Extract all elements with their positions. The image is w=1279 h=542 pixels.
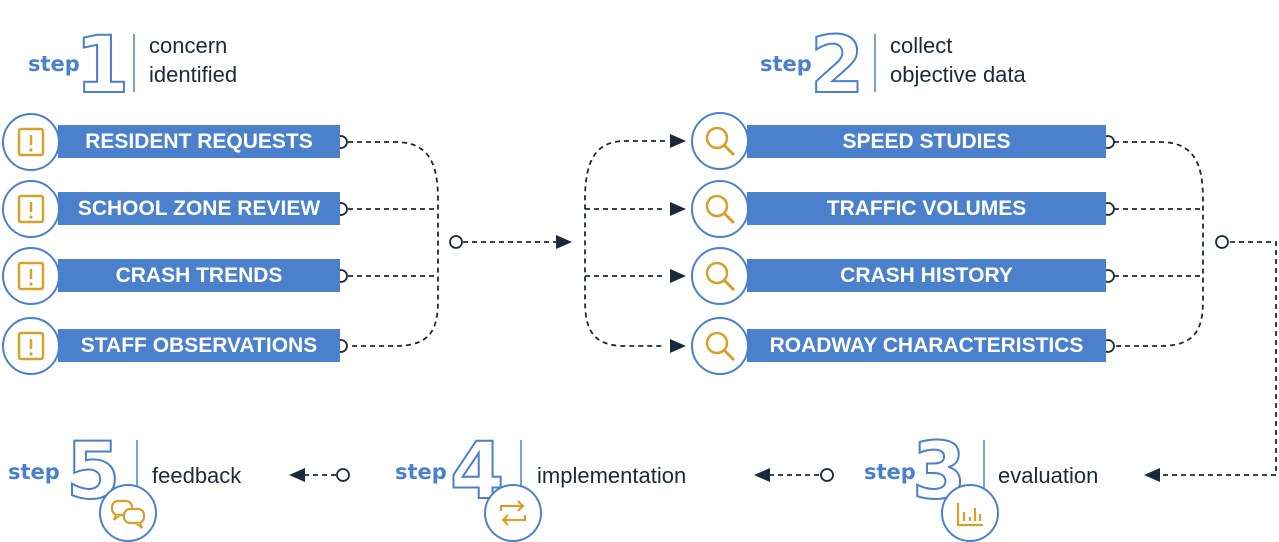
step-word: step: [8, 460, 60, 484]
step-word: step: [395, 460, 447, 484]
step-label-line: collect: [890, 33, 953, 58]
step-word: step: [760, 52, 812, 76]
connector-node: [336, 468, 350, 482]
magnifier-icon: [691, 112, 749, 170]
connector-node: [1215, 235, 1229, 249]
concern-bar: SCHOOL ZONE REVIEW: [58, 192, 340, 225]
arrowhead: [289, 468, 305, 482]
step-word: step: [28, 52, 80, 76]
data-source-bar: ROADWAY CHARACTERISTICS: [747, 329, 1106, 362]
step-4-label: implementation: [537, 463, 687, 488]
connector-node: [449, 235, 463, 249]
step-label-line: identified: [149, 62, 238, 87]
step-5-label: feedback: [152, 463, 242, 488]
arrowhead: [670, 339, 686, 353]
alert-icon: [2, 317, 60, 375]
arrowhead: [754, 468, 770, 482]
arrowhead: [556, 235, 572, 249]
concern-icons: [2, 113, 60, 375]
step-label-line: objective data: [890, 62, 1026, 87]
speech-bubbles-icon: [99, 484, 157, 542]
cycle-arrows-icon: [484, 484, 542, 542]
data-source-bar: TRAFFIC VOLUMES: [747, 192, 1106, 225]
bar-chart-icon: [941, 484, 999, 542]
connector-lines: [305, 140, 1277, 476]
alert-icon: [2, 113, 60, 171]
magnifier-icon: [691, 317, 749, 375]
arrowhead: [670, 269, 686, 283]
step-word: step: [864, 460, 916, 484]
data-source-bar: CRASH HISTORY: [747, 259, 1106, 292]
step-number: 2: [810, 21, 864, 111]
data-source-icons: [691, 112, 749, 375]
concern-bar: RESIDENT REQUESTS: [58, 125, 340, 158]
arrowheads: [289, 134, 1160, 482]
magnifier-icon: [691, 247, 749, 305]
concern-bar: CRASH TRENDS: [58, 259, 340, 292]
arrowhead: [1144, 468, 1160, 482]
step-number: 1: [75, 21, 129, 111]
data-source-bar: SPEED STUDIES: [747, 125, 1106, 158]
concern-bar: STAFF OBSERVATIONS: [58, 329, 340, 362]
arrowhead: [670, 202, 686, 216]
connector-node: [820, 468, 834, 482]
step-1-label: concern identified: [149, 31, 237, 89]
step-3-label: evaluation: [998, 463, 1099, 488]
alert-icon: [2, 247, 60, 305]
alert-icon: [2, 180, 60, 238]
arrowhead: [670, 134, 686, 148]
magnifier-icon: [691, 180, 749, 238]
step-label-line: concern: [149, 33, 228, 58]
step-2-label: collect objective data: [890, 31, 1026, 89]
